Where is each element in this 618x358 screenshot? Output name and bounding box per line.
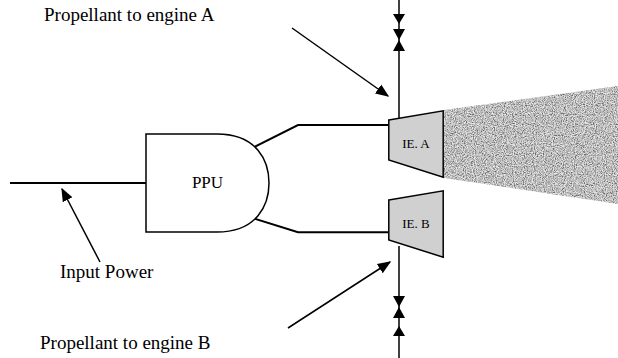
valve-symbol	[393, 296, 405, 318]
node-label: PPU	[192, 173, 223, 193]
leader-line	[62, 189, 100, 262]
flow-arrow	[393, 14, 405, 24]
callout-label: Propellant to engine A	[44, 5, 214, 26]
ion-engine: IE. A	[388, 110, 444, 178]
valve-symbol	[393, 29, 405, 51]
outline-path	[389, 191, 443, 257]
ion-engine: IE. B	[388, 190, 444, 258]
input-power-line	[10, 182, 146, 184]
leader-line	[288, 262, 390, 328]
node-label: IE. B	[402, 216, 429, 232]
power-processing-unit: PPU	[145, 133, 270, 233]
leader-line	[292, 28, 388, 96]
outline-path	[146, 134, 269, 232]
exhaust-plume	[444, 86, 618, 204]
power-cable	[253, 125, 389, 148]
power-cable	[253, 218, 389, 232]
outline-path	[389, 111, 443, 177]
callout-label: Propellant to engine B	[40, 333, 210, 354]
callout-label: Input Power	[60, 262, 153, 283]
flow-arrow	[393, 326, 405, 336]
node-label: IE. A	[402, 136, 429, 152]
